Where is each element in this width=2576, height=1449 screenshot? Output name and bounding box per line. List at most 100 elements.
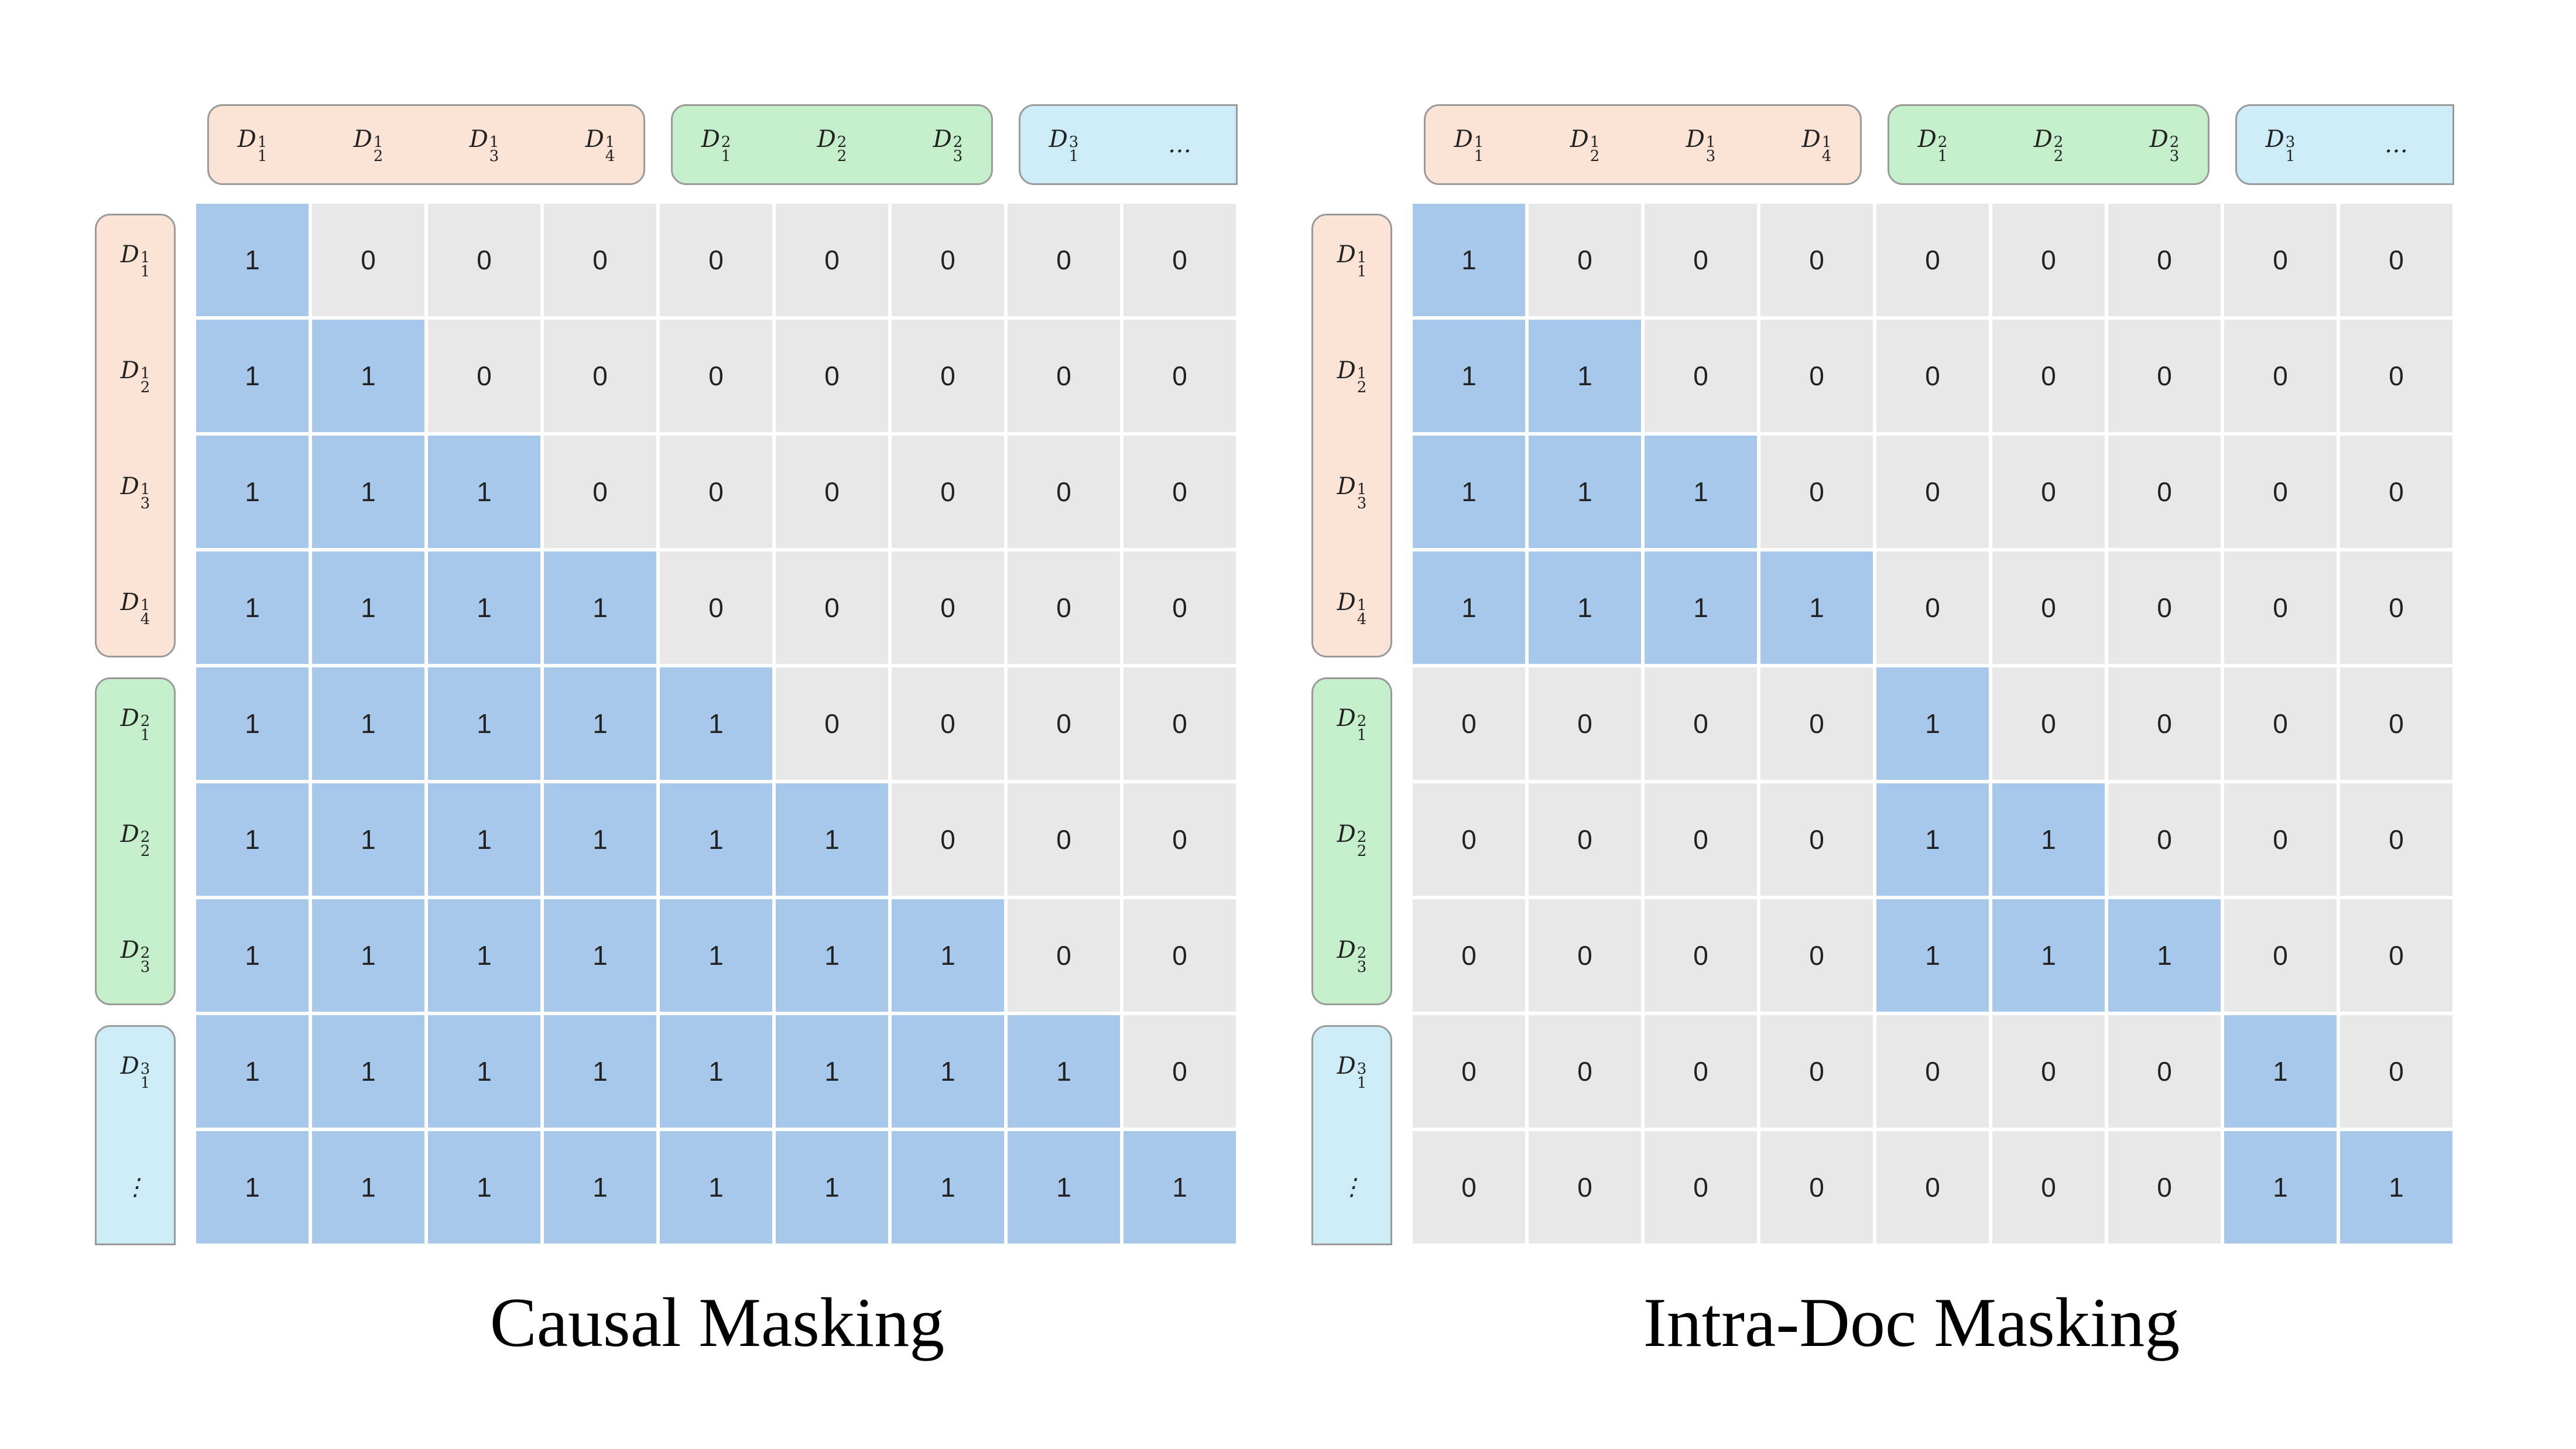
mask-cell: 0 — [658, 318, 774, 434]
mask-cell: 1 — [194, 782, 310, 898]
mask-cell: 0 — [1006, 666, 1122, 782]
mask-cell: 0 — [2222, 782, 2338, 898]
mask-cell: 1 — [310, 550, 426, 666]
mask-cell: 0 — [1759, 202, 1875, 318]
mask-cell: 1 — [426, 666, 542, 782]
mask-cell: 0 — [1759, 1013, 1875, 1129]
mask-cell: 0 — [1411, 666, 1527, 782]
mask-cell: 1 — [890, 898, 1006, 1013]
mask-cell: 0 — [1875, 1013, 1991, 1129]
mask-cell: 0 — [1411, 1013, 1527, 1129]
mask-cell: 1 — [1411, 550, 1527, 666]
mask-cell: 1 — [658, 1013, 774, 1129]
mask-cell: 0 — [1122, 782, 1238, 898]
mask-cell: 0 — [2338, 318, 2454, 434]
mask-cell: 1 — [2222, 1129, 2338, 1245]
mask-cell: 0 — [1006, 898, 1122, 1013]
mask-cell: 0 — [1643, 1013, 1759, 1129]
mask-cell: 1 — [194, 666, 310, 782]
mask-cell: 0 — [2338, 1013, 2454, 1129]
mask-cell: 0 — [2106, 550, 2222, 666]
mask-cell: 0 — [1527, 782, 1643, 898]
mask-cell: 1 — [1991, 898, 2106, 1013]
mask-cell: 0 — [890, 550, 1006, 666]
mask-cell: 0 — [890, 434, 1006, 550]
mask-cell: 0 — [2222, 550, 2338, 666]
mask-cell: 0 — [2338, 782, 2454, 898]
mask-cell: 0 — [2222, 434, 2338, 550]
mask-cell: 1 — [1643, 550, 1759, 666]
mask-cell: 0 — [1527, 1013, 1643, 1129]
mask-cell: 0 — [2106, 782, 2222, 898]
mask-cell: 0 — [2222, 318, 2338, 434]
header-doc-2-group — [671, 104, 993, 185]
mask-cell: 0 — [774, 318, 890, 434]
mask-cell: 0 — [1643, 782, 1759, 898]
mask-cell: 1 — [1875, 666, 1991, 782]
intra-doc-masking-caption: Intra-Doc Masking — [1643, 1283, 2180, 1361]
mask-cell: 1 — [310, 1013, 426, 1129]
mask-cell: 0 — [2338, 550, 2454, 666]
mask-cell: 1 — [310, 434, 426, 550]
mask-cell: 1 — [1006, 1129, 1122, 1245]
mask-cell: 0 — [890, 318, 1006, 434]
mask-cell: 1 — [194, 1129, 310, 1245]
mask-cell: 1 — [658, 898, 774, 1013]
header-doc-1-group — [207, 104, 645, 185]
mask-cell: 0 — [1122, 202, 1238, 318]
mask-cell: 0 — [2106, 1129, 2222, 1245]
mask-cell: 1 — [426, 1129, 542, 1245]
row-doc-3-group — [95, 1025, 176, 1245]
mask-cell: 0 — [1122, 434, 1238, 550]
mask-cell: 1 — [2106, 898, 2222, 1013]
mask-cell: 1 — [310, 1129, 426, 1245]
mask-cell: 0 — [658, 434, 774, 550]
mask-cell: 0 — [1759, 666, 1875, 782]
mask-cell: 1 — [1527, 550, 1643, 666]
mask-cell: 1 — [1759, 550, 1875, 666]
mask-cell: 1 — [774, 1013, 890, 1129]
header-doc-2-group — [1888, 104, 2210, 185]
mask-cell: 1 — [542, 1013, 658, 1129]
mask-cell: 0 — [1643, 666, 1759, 782]
mask-cell: 0 — [1006, 550, 1122, 666]
mask-cell: 1 — [774, 1129, 890, 1245]
mask-cell: 0 — [1122, 318, 1238, 434]
mask-cell: 0 — [1759, 1129, 1875, 1245]
row-doc-3-group — [1311, 1025, 1392, 1245]
mask-cell: 1 — [194, 898, 310, 1013]
row-token-label: ⋮ — [124, 1174, 147, 1201]
mask-cell: 1 — [426, 1013, 542, 1129]
mask-cell: 0 — [1991, 1129, 2106, 1245]
mask-cell: 0 — [2106, 434, 2222, 550]
mask-cell: 0 — [890, 782, 1006, 898]
mask-cell: 0 — [2338, 202, 2454, 318]
mask-cell: 0 — [774, 202, 890, 318]
mask-cell: 1 — [1411, 434, 1527, 550]
mask-cell: 0 — [542, 202, 658, 318]
row-doc-1-group — [1311, 214, 1392, 657]
mask-cell: 0 — [2106, 666, 2222, 782]
mask-cell: 0 — [774, 434, 890, 550]
mask-cell: 0 — [1759, 782, 1875, 898]
header-doc-3-group — [2235, 104, 2454, 185]
mask-cell: 1 — [426, 898, 542, 1013]
mask-cell: 1 — [426, 550, 542, 666]
